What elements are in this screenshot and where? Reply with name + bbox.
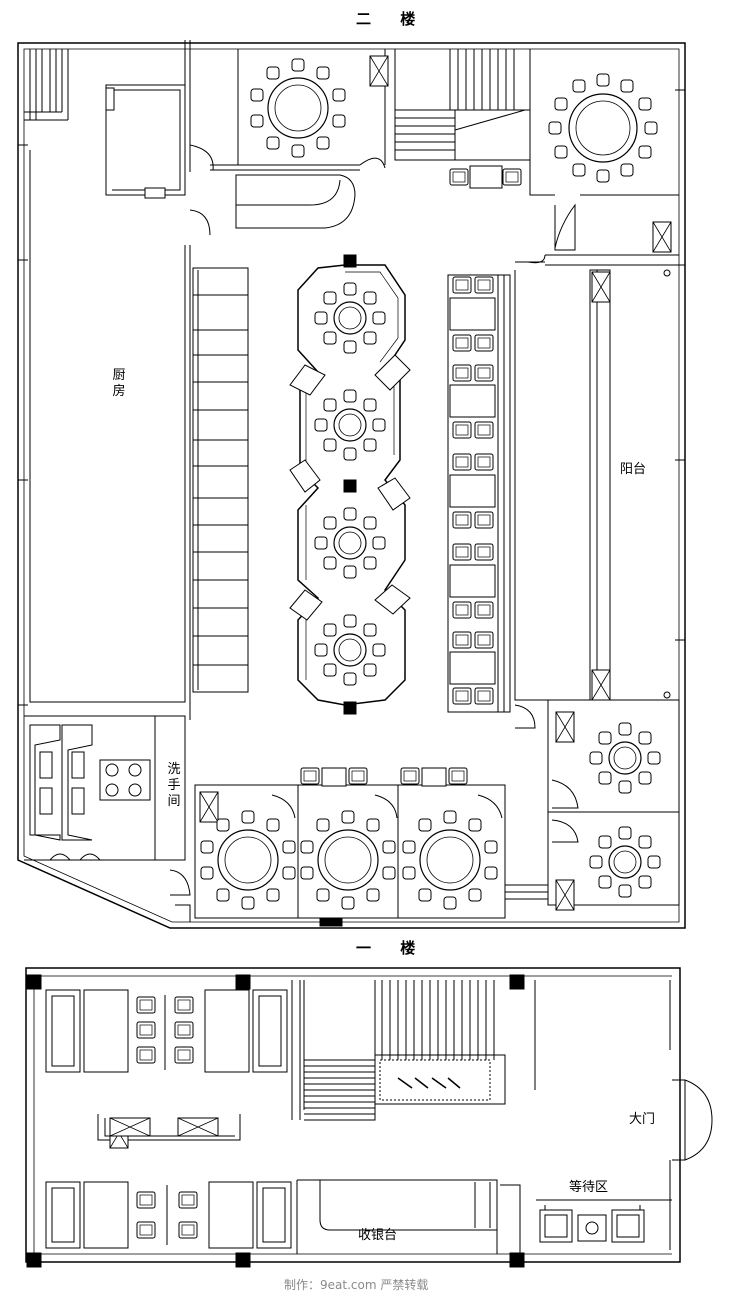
floor1-title: 一 楼	[356, 939, 428, 957]
main-door-label: 大门	[629, 1112, 656, 1127]
kitchen-label: 厨房	[112, 368, 126, 399]
floor2-plan	[17, 40, 686, 929]
cashier-label: 收银台	[358, 1228, 398, 1243]
balcony-label: 阳台	[620, 462, 647, 477]
washroom-label: 洗手间	[167, 762, 181, 809]
waiting-area-label: 等待区	[569, 1180, 609, 1195]
credit-text: 制作：9eat.com 严禁转载	[284, 1278, 429, 1292]
floor2-title: 二 楼	[356, 10, 428, 28]
floor1-plan	[25, 967, 713, 1268]
